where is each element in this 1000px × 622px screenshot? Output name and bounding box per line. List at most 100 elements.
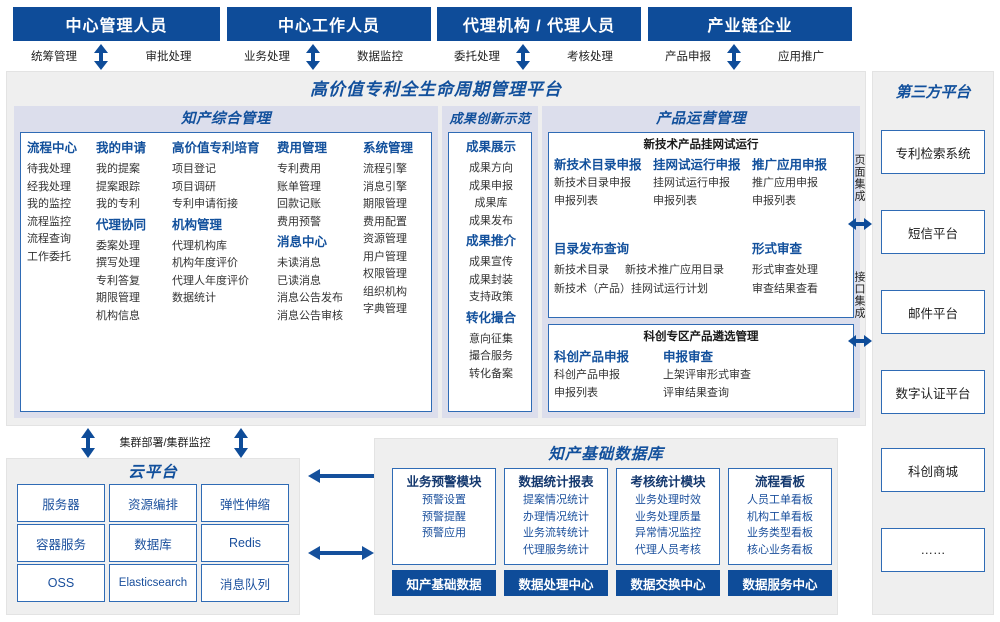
ip-col0-item-2[interactable]: 经我处理 <box>27 180 71 193</box>
db-col2-item-2[interactable]: 异常情况监控 <box>635 527 701 539</box>
cloud-cell-label: 容器服务 <box>35 537 86 552</box>
db-col3-item-0[interactable]: 人员工单看板 <box>747 494 813 506</box>
db-col1-item-1[interactable]: 办理情况统计 <box>523 510 589 523</box>
db-col3-item-1[interactable]: 机构工单看板 <box>747 510 813 523</box>
ip-col3-item-7[interactable]: 已读消息 <box>277 274 321 287</box>
db-col2-item-0[interactable]: 业务处理时效 <box>635 494 701 506</box>
db-footer-2[interactable]: 数据交换中心 <box>616 570 720 596</box>
db-footer-3[interactable]: 数据服务中心 <box>728 570 832 596</box>
db-col0-item-1[interactable]: 预警提醒 <box>422 510 466 523</box>
product-ops-c1-col-1: 挂网试运行申报挂网试运行申报申报列表 <box>653 157 749 210</box>
po2-col0-item-1[interactable]: 申报列表 <box>554 387 598 399</box>
ip-col0-item-3[interactable]: 我的监控 <box>27 198 71 210</box>
ip-col0-item-4[interactable]: 流程监控 <box>27 215 71 228</box>
product-ops-card-2 <box>548 324 854 412</box>
third-party-item-3[interactable]: 数字认证平台 <box>881 370 985 414</box>
achievement-item-12[interactable]: 转化备案 <box>469 367 513 380</box>
db-col0-item-2[interactable]: 预警应用 <box>422 527 466 539</box>
cloud-cell-7[interactable]: Elasticsearch <box>109 564 197 602</box>
ip-col4-item-3[interactable]: 期限管理 <box>363 198 407 210</box>
achievement-item-10[interactable]: 意向征集 <box>469 332 513 345</box>
cloud-cell-label: 弹性伸缩 <box>219 497 270 512</box>
ip-col2-item-8[interactable]: 数据统计 <box>172 292 216 304</box>
ip-col2-item-3[interactable]: 专利申请衔接 <box>172 198 238 210</box>
ip-col4-item-7[interactable]: 权限管理 <box>363 268 407 280</box>
achievement-item-7[interactable]: 成果封装 <box>469 273 513 286</box>
achievement-item-4[interactable]: 成果发布 <box>469 214 513 227</box>
po1-col2-item-0[interactable]: 推广应用申报 <box>752 177 818 189</box>
ip-col0-item-5[interactable]: 流程查询 <box>27 233 71 245</box>
ip-col4-item-9[interactable]: 字典管理 <box>363 303 407 315</box>
db-col3-item-2[interactable]: 业务类型看板 <box>747 527 813 539</box>
po1-col0-item-0[interactable]: 新技术目录申报 <box>554 177 631 189</box>
ip-col1-item-9[interactable]: 机构信息 <box>96 309 140 322</box>
ip-col4-item-5[interactable]: 资源管理 <box>363 233 407 245</box>
ip-col0-item-1[interactable]: 待我处理 <box>27 163 71 175</box>
po1-col1-item-1[interactable]: 申报列表 <box>653 195 697 207</box>
ip-col2-item-7[interactable]: 代理人年度评价 <box>172 274 249 287</box>
cloud-cell-5[interactable]: Redis <box>201 524 289 562</box>
achievement-item-1[interactable]: 成果方向 <box>469 162 513 174</box>
achievement-item-6[interactable]: 成果宣传 <box>469 256 513 268</box>
db-col0-item-0[interactable]: 预警设置 <box>422 494 466 506</box>
db-col2-item-3[interactable]: 代理人员考核 <box>635 543 701 556</box>
po2-col1-item-1[interactable]: 评审结果查询 <box>663 387 729 399</box>
third-party-item-5[interactable]: …… <box>881 528 985 572</box>
ip-col2-item-6[interactable]: 机构年度评价 <box>172 257 238 269</box>
achievement-item-11[interactable]: 撮合服务 <box>469 350 513 362</box>
ip-col4-item-8[interactable]: 组织机构 <box>363 285 407 298</box>
ip-col3-item-4[interactable]: 费用预警 <box>277 215 321 228</box>
ip-col1-item-2[interactable]: 提案跟踪 <box>96 180 140 193</box>
cloud-cell-8[interactable]: 消息队列 <box>201 564 289 602</box>
third-party-item-1[interactable]: 短信平台 <box>881 210 985 254</box>
ip-col1-item-1[interactable]: 我的提案 <box>96 163 140 175</box>
ip-col2-item-2[interactable]: 项目调研 <box>172 180 216 193</box>
db-col1-item-0[interactable]: 提案情况统计 <box>523 494 589 506</box>
cloud-cell-6[interactable]: OSS <box>17 564 105 602</box>
third-party-item-label: 数字认证平台 <box>895 386 971 401</box>
po2-col1-item-0[interactable]: 上架评审形式审查 <box>663 369 751 381</box>
ip-col1-head-4: 代理协同 <box>96 217 147 232</box>
ip-col1-item-8[interactable]: 期限管理 <box>96 292 140 304</box>
ip-col4-item-1[interactable]: 流程引擎 <box>363 163 407 175</box>
ip-col1-item-7[interactable]: 专利答复 <box>96 274 140 287</box>
ip-col2-item-1[interactable]: 项目登记 <box>172 163 216 175</box>
po2-col0-item-0[interactable]: 科创产品申报 <box>554 369 620 381</box>
db-footer-0[interactable]: 知产基础数据 <box>392 570 496 596</box>
ip-col3-item-1[interactable]: 专利费用 <box>277 163 321 175</box>
ip-col1-item-6[interactable]: 撰写处理 <box>96 257 140 269</box>
ip-col3-item-9[interactable]: 消息公告审核 <box>277 309 343 322</box>
achievement-item-3[interactable]: 成果库 <box>474 197 508 209</box>
ip-col1-item-3[interactable]: 我的专利 <box>96 198 140 210</box>
third-party-item-4[interactable]: 科创商城 <box>881 448 985 492</box>
cloud-cell-3[interactable]: 容器服务 <box>17 524 105 562</box>
ip-col2-item-5[interactable]: 代理机构库 <box>172 239 227 252</box>
ip-col4-item-2[interactable]: 消息引擎 <box>363 180 407 193</box>
po1-col1-item-0[interactable]: 挂网试运行申报 <box>653 177 730 189</box>
db-col3-item-3[interactable]: 核心业务看板 <box>747 543 813 556</box>
cloud-cell-0[interactable]: 服务器 <box>17 484 105 522</box>
cloud-cell-2[interactable]: 弹性伸缩 <box>201 484 289 522</box>
db-col1-item-3[interactable]: 代理服务统计 <box>523 543 589 556</box>
cloud-cell-4[interactable]: 数据库 <box>109 524 197 562</box>
third-party-item-2[interactable]: 邮件平台 <box>881 290 985 334</box>
ip-col3-item-6[interactable]: 未读消息 <box>277 257 321 269</box>
po1-col0-item-1[interactable]: 申报列表 <box>554 195 598 207</box>
third-party-item-0[interactable]: 专利检索系统 <box>881 130 985 174</box>
db-footer-1[interactable]: 数据处理中心 <box>504 570 608 596</box>
ip-col1-item-5[interactable]: 委案处理 <box>96 239 140 252</box>
db-col2-item-1[interactable]: 业务处理质量 <box>635 510 701 523</box>
ip-col4-item-6[interactable]: 用户管理 <box>363 250 407 263</box>
achievement-item-2[interactable]: 成果申报 <box>469 179 513 192</box>
role-title: 中心工作人员 <box>277 18 380 35</box>
ip-col4-head-0: 系统管理 <box>363 141 414 155</box>
ip-col3-item-2[interactable]: 账单管理 <box>277 180 321 193</box>
achievement-item-8[interactable]: 支持政策 <box>469 291 513 303</box>
cloud-cell-1[interactable]: 资源编排 <box>109 484 197 522</box>
po1-col2-item-1[interactable]: 申报列表 <box>752 195 796 207</box>
ip-col3-item-8[interactable]: 消息公告发布 <box>277 292 343 304</box>
db-col1-item-2[interactable]: 业务流转统计 <box>523 527 589 539</box>
ip-col3-item-3[interactable]: 回款记账 <box>277 198 321 210</box>
ip-col0-item-6[interactable]: 工作委托 <box>27 250 71 263</box>
ip-col4-item-4[interactable]: 费用配置 <box>363 215 407 228</box>
